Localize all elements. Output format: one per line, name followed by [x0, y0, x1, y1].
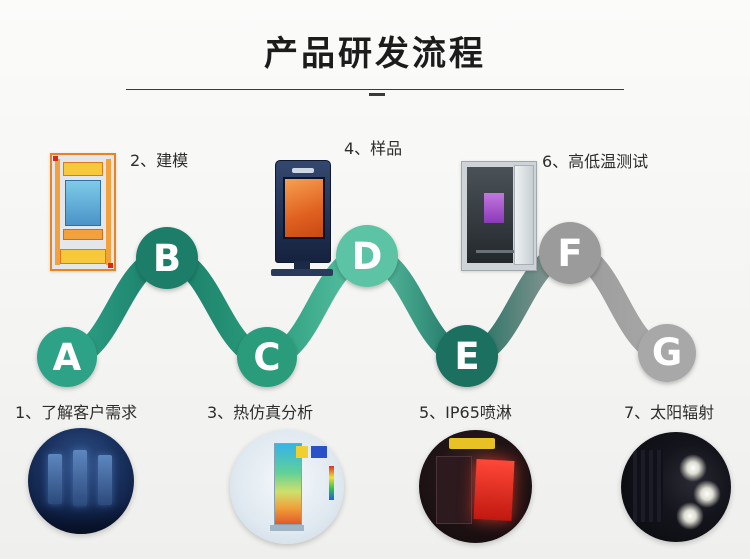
- node-e: [436, 325, 498, 387]
- cad-rail-left: [55, 159, 60, 265]
- page-title: 产品研发流程: [264, 34, 486, 74]
- solar-lamp-glow: [676, 502, 704, 530]
- photo-temperature-chamber: [461, 161, 537, 271]
- thermal-model-base: [270, 525, 304, 531]
- spray-red-screen: [473, 459, 515, 521]
- node-letter-a: A: [53, 336, 82, 379]
- photo-solar-radiation-test: [621, 432, 731, 542]
- node-g: [638, 324, 696, 382]
- node-letter-c: C: [253, 336, 280, 379]
- cad-corner-marker: [53, 156, 58, 161]
- thermal-legend-swatch: [311, 446, 327, 458]
- node-c: [237, 327, 297, 387]
- kiosk-screen: [283, 177, 325, 239]
- spray-dark-panel: [436, 456, 472, 524]
- factory-unit: [98, 455, 112, 505]
- step-label-solar-radiation: 7、太阳辐射: [624, 403, 715, 422]
- cad-top-bar: [63, 162, 103, 176]
- title-underline: [126, 89, 624, 90]
- step-label-ip65-spray: 5、IP65喷淋: [419, 403, 512, 422]
- step-label-sample: 4、样品: [344, 139, 403, 158]
- chamber-device-screen: [484, 193, 504, 223]
- title-tick: [369, 93, 385, 96]
- spray-yellow-banner: [449, 438, 495, 449]
- cad-rail-right: [106, 159, 111, 265]
- node-f: [539, 222, 601, 284]
- chamber-interior: [467, 167, 514, 263]
- node-letter-d: D: [352, 235, 383, 278]
- node-letter-e: E: [454, 335, 479, 378]
- thermal-colorbar: [329, 466, 334, 500]
- node-letter-b: B: [153, 237, 181, 280]
- thermal-legend-swatch: [296, 446, 308, 458]
- factory-unit: [73, 450, 87, 506]
- photo-modeling-cad: [50, 153, 116, 271]
- solar-test-panel: [633, 450, 663, 522]
- cad-base-bar: [60, 249, 106, 264]
- node-d: [336, 225, 398, 287]
- kiosk-pole: [294, 261, 310, 270]
- chamber-shelf: [476, 250, 514, 253]
- kiosk-body: [275, 160, 331, 263]
- step-label-modeling: 2、建模: [130, 151, 189, 170]
- photo-ip65-spray-test: [419, 430, 532, 543]
- solar-lamp-glow: [679, 454, 707, 482]
- photo-sample-kiosk: [266, 157, 338, 279]
- chamber-door: [514, 165, 534, 265]
- kiosk-base: [271, 269, 333, 276]
- node-letter-f: F: [557, 232, 582, 275]
- node-a: [37, 327, 97, 387]
- factory-floor: [28, 504, 134, 534]
- factory-unit: [48, 454, 62, 504]
- step-label-temp-test: 6、高低温测试: [542, 152, 649, 171]
- cad-mid-bar: [63, 229, 103, 240]
- photo-customer-needs: [28, 428, 134, 534]
- cad-screen-area: [65, 180, 101, 226]
- step-label-customer-needs: 1、了解客户需求: [15, 403, 138, 422]
- step-label-thermal-sim: 3、热仿真分析: [207, 403, 314, 422]
- node-b: [136, 227, 198, 289]
- kiosk-logo-strip: [292, 168, 314, 173]
- node-letter-g: G: [652, 331, 682, 374]
- cad-corner-marker: [108, 263, 113, 268]
- photo-thermal-simulation: [230, 430, 344, 544]
